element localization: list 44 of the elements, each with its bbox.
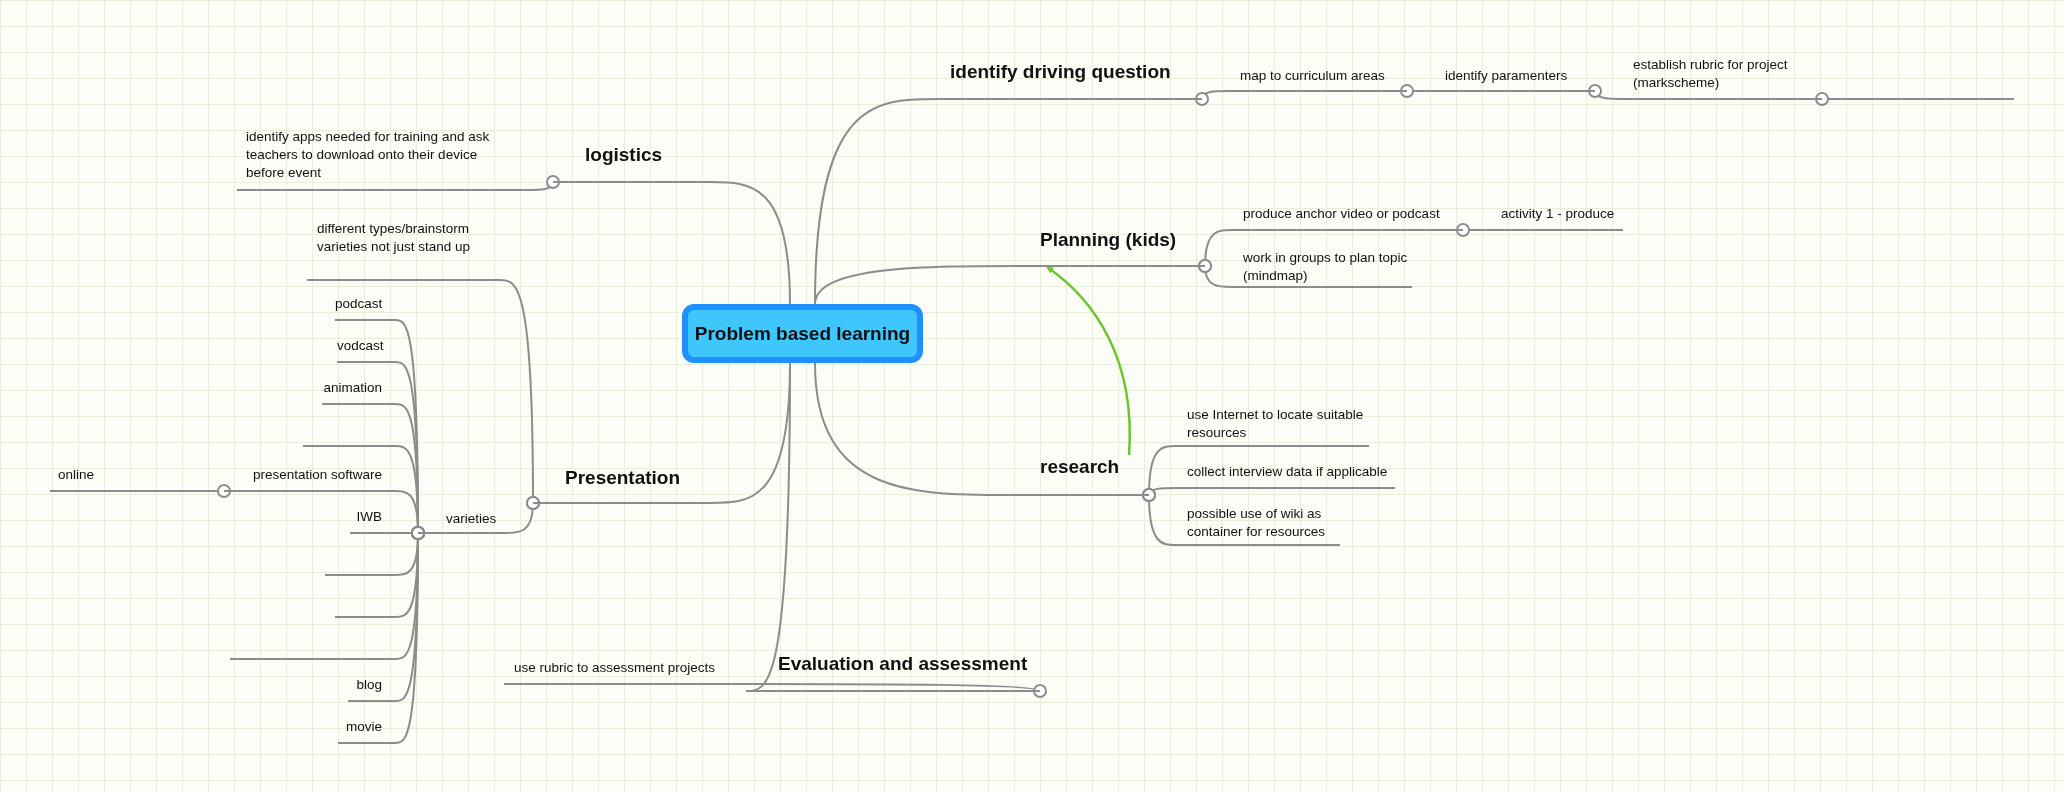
main-topic-text: research xyxy=(1040,455,1120,479)
branch-line xyxy=(1198,259,1233,288)
subtopic-text: collect interview data if applicable xyxy=(1187,463,1388,481)
main-topic-text: Planning (kids) xyxy=(1040,228,1177,252)
branch-line xyxy=(504,496,540,534)
branch-line xyxy=(709,181,791,305)
subtopic-text: animation xyxy=(323,379,382,397)
subtopic-text: map to curriculum areas xyxy=(1240,67,1385,85)
subtopic-text: produce anchor video or podcast xyxy=(1243,205,1440,223)
subtopic-text: varieties xyxy=(446,510,497,528)
branch-line xyxy=(1456,223,1491,237)
main-topic-text: identify driving question xyxy=(950,60,1171,84)
subtopic-text: different types/brainstorm varieties not just stand up xyxy=(317,220,472,256)
subtopic-text: online xyxy=(58,466,95,484)
subtopic-text: presentation software xyxy=(252,466,382,484)
branch-line xyxy=(719,683,1047,698)
subtopic-text: blog xyxy=(356,676,382,694)
subtopic-text: use Internet to locate suitable resources xyxy=(1187,406,1365,442)
branch-line xyxy=(814,362,1011,496)
branch-line xyxy=(526,175,560,191)
subtopic-text: establish rubric for project (markscheme) xyxy=(1633,56,1789,92)
central-topic-text: Problem based learning xyxy=(694,322,911,345)
subtopic-text: identify paramenters xyxy=(1445,67,1568,85)
subtopic-text: vodcast xyxy=(337,337,384,355)
subtopic-text: activity 1 - produce xyxy=(1501,205,1615,223)
subtopic-text: podcast xyxy=(335,295,383,313)
subtopic-text: IWB xyxy=(356,508,382,526)
branch-line xyxy=(1588,84,1626,100)
main-topic-text: Evaluation and assessment xyxy=(778,652,1028,676)
main-topic-text: Presentation xyxy=(565,466,681,490)
branch-line xyxy=(1142,488,1177,546)
branch-line xyxy=(1400,84,1434,98)
subtopic-text: identify apps needed for training and ask teachers to download onto their device before event xyxy=(246,128,491,182)
main-topic-text: logistics xyxy=(585,143,663,167)
branch-line xyxy=(1815,92,1837,106)
branch-line xyxy=(1195,90,1229,106)
subtopic-text: movie xyxy=(346,718,382,736)
subtopic-text: possible use of wiki as container for resources xyxy=(1187,505,1327,541)
subtopic-text: work in groups to plan topic (mindmap) xyxy=(1243,249,1409,285)
arrow xyxy=(1046,266,1131,456)
central-topic-box xyxy=(682,304,923,363)
subtopic-text: use rubric to assessment projects xyxy=(514,659,716,677)
branch-line xyxy=(814,265,1031,305)
branch-line xyxy=(199,484,231,498)
